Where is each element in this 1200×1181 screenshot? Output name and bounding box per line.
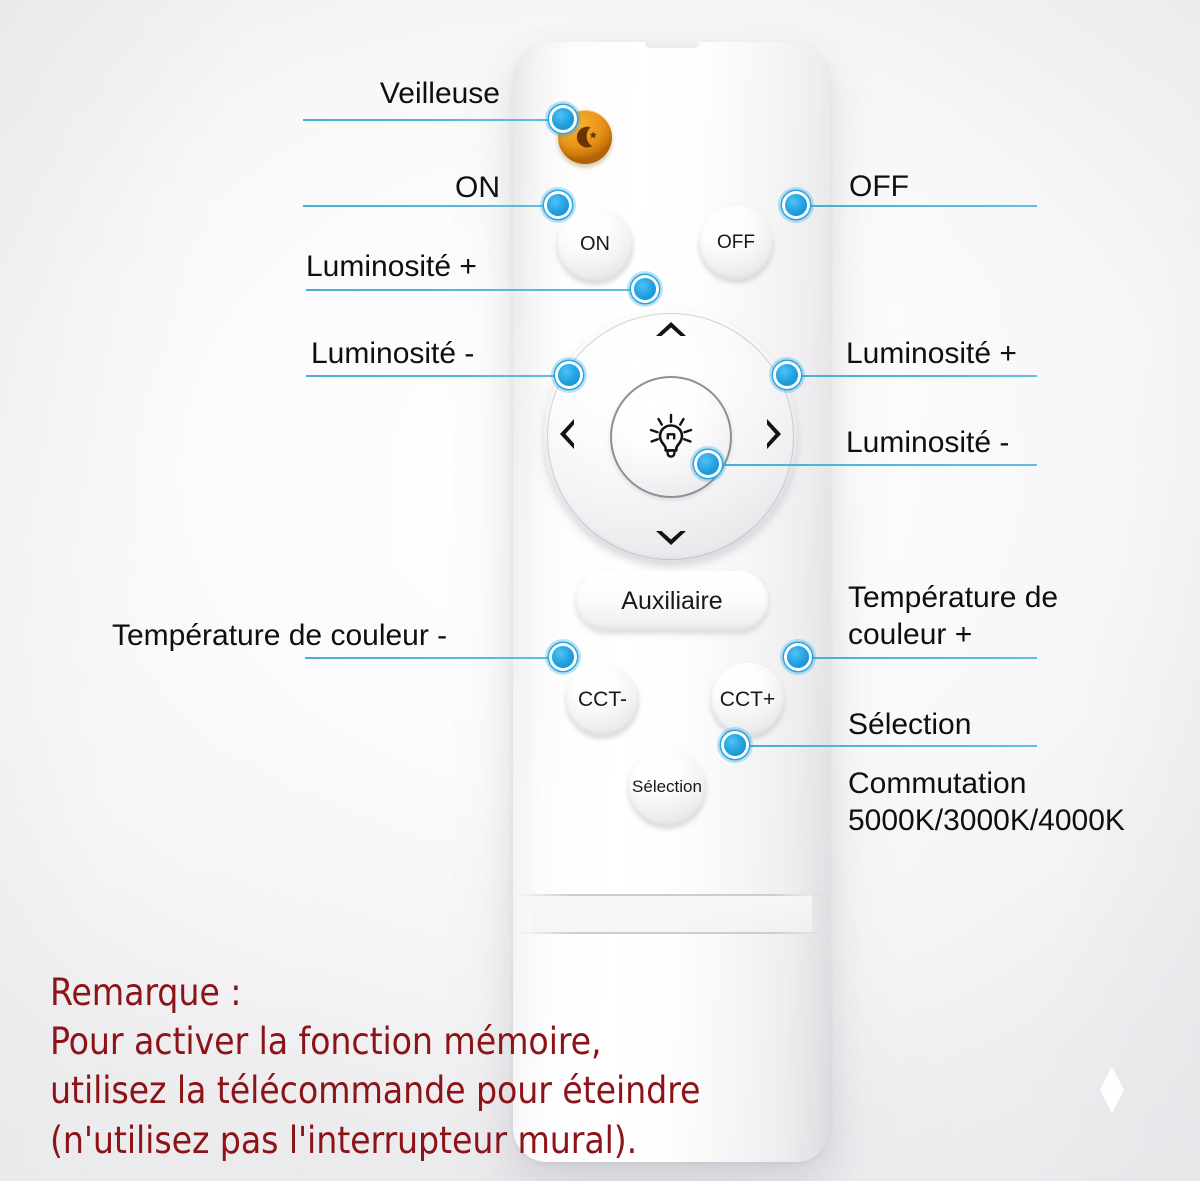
on-button[interactable]: ON (557, 206, 633, 282)
off-button-label: OFF (717, 232, 755, 253)
callout-dot-luminosite-plus-up[interactable] (634, 278, 656, 300)
remote-top-nub (644, 38, 699, 48)
label-veilleuse: Veilleuse (379, 77, 500, 110)
label-selection: Sélection (848, 708, 972, 741)
navigation-ring-rim (547, 313, 794, 560)
leader-line-luminosite-moins-right (707, 464, 1037, 466)
callout-dot-on[interactable] (547, 194, 569, 216)
nav-up-button[interactable] (652, 316, 690, 346)
chevron-down-icon (655, 531, 686, 545)
off-button[interactable]: OFF (699, 206, 773, 280)
selection-button[interactable]: Sélection (628, 748, 706, 826)
label-luminosite-plus-left: Luminosité + (306, 250, 477, 283)
body-seam-lower (517, 932, 826, 934)
leader-line-luminosite-moins-left (306, 375, 578, 377)
label-luminosite-moins-right: Luminosité - (846, 426, 1010, 459)
nav-left-button[interactable] (554, 415, 578, 459)
leader-line-temp-couleur-plus (798, 657, 1037, 659)
label-off: OFF (849, 170, 909, 203)
label-temp-couleur-plus: Température de couleur + (848, 581, 1059, 651)
chevron-right-icon (767, 418, 781, 449)
label-luminosite-plus-right: Luminosité + (846, 337, 1017, 370)
callout-dot-luminosite-plus-right[interactable] (776, 364, 798, 386)
selection-button-label: Sélection (632, 777, 702, 796)
callout-dot-luminosite-moins-down[interactable] (697, 453, 719, 475)
leader-line-off (798, 205, 1037, 207)
leader-line-selection (735, 745, 1037, 747)
body-seam-upper (517, 894, 826, 896)
cct-minus-label: CCT- (578, 687, 627, 711)
chevron-left-icon (560, 418, 574, 449)
callout-dot-off[interactable] (785, 194, 807, 216)
center-light-button[interactable] (609, 375, 732, 498)
nav-down-button[interactable] (652, 527, 690, 557)
leader-line-veilleuse (303, 119, 561, 121)
leader-line-luminosite-plus-left (306, 289, 641, 291)
cct-plus-label: CCT+ (719, 687, 776, 711)
leader-line-luminosite-plus-right (784, 375, 1037, 377)
label-temp-couleur-moins: Température de couleur - (112, 619, 448, 652)
callout-dot-cct-minus[interactable] (552, 646, 574, 668)
cct-plus-button[interactable]: CCT+ (711, 663, 784, 736)
chevron-up-icon (655, 322, 686, 336)
light-bulb-icon (649, 413, 692, 458)
label-on: ON (455, 171, 500, 204)
crescent-moon-star-icon (576, 126, 597, 148)
nav-right-button[interactable] (763, 415, 787, 459)
cct-minus-button[interactable]: CCT- (566, 663, 639, 736)
leader-line-on (303, 205, 558, 207)
remark-text: Remarque : Pour activer la fonction mémo… (50, 971, 701, 1162)
on-button-label: ON (580, 232, 610, 255)
callout-dot-veilleuse[interactable] (552, 108, 574, 130)
callout-dot-luminosite-moins-left[interactable] (558, 364, 580, 386)
battery-compartment (531, 894, 812, 932)
navigation-ring[interactable] (544, 310, 797, 563)
callout-dot-selection[interactable] (724, 734, 746, 756)
auxiliary-button-label: Auxiliaire (621, 586, 723, 615)
callout-dot-cct-plus[interactable] (787, 646, 809, 668)
auxiliary-button[interactable]: Auxiliaire (576, 571, 768, 631)
leader-line-temp-couleur-moins (305, 657, 561, 659)
diamond-sparkle-icon (1084, 1062, 1140, 1118)
label-commutation-note: Commutation 5000K/3000K/4000K (848, 767, 1125, 837)
label-luminosite-moins-left: Luminosité - (311, 337, 475, 370)
